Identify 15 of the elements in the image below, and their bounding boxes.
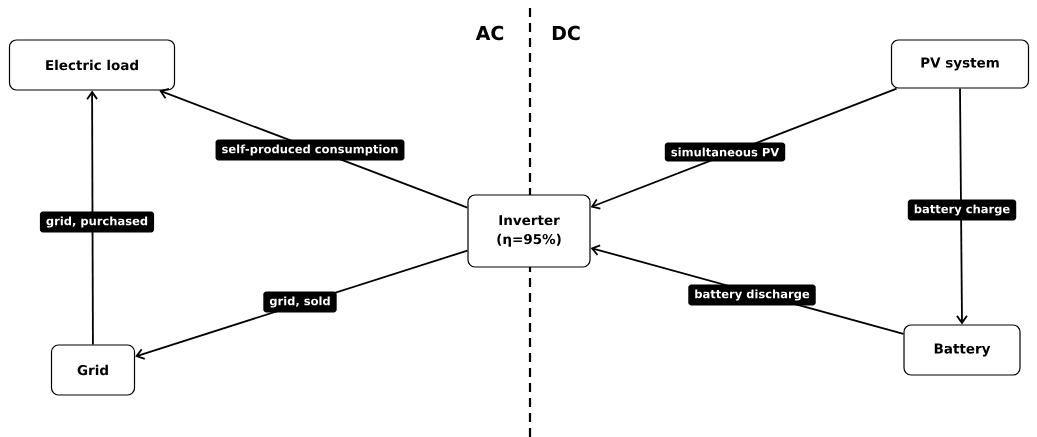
edge-label: grid, purchased [39, 211, 155, 233]
edge-label: grid, sold [263, 291, 337, 313]
process-box: Inverter (η=95%) [467, 194, 591, 268]
process-box: Battery [903, 324, 1021, 376]
region-label: DC [552, 25, 580, 41]
edge-label: battery discharge [688, 284, 816, 306]
edge-label: simultaneous PV [664, 142, 786, 162]
region-label: AC [475, 25, 504, 41]
arrow [86, 90, 98, 346]
arrow [956, 87, 968, 325]
process-box: PV system [890, 39, 1030, 89]
process-box: Electric load [8, 39, 176, 91]
edge-label: battery charge [907, 199, 1017, 221]
process-box: Grid [50, 344, 136, 396]
edge-label: self-produced consumption [215, 139, 405, 161]
